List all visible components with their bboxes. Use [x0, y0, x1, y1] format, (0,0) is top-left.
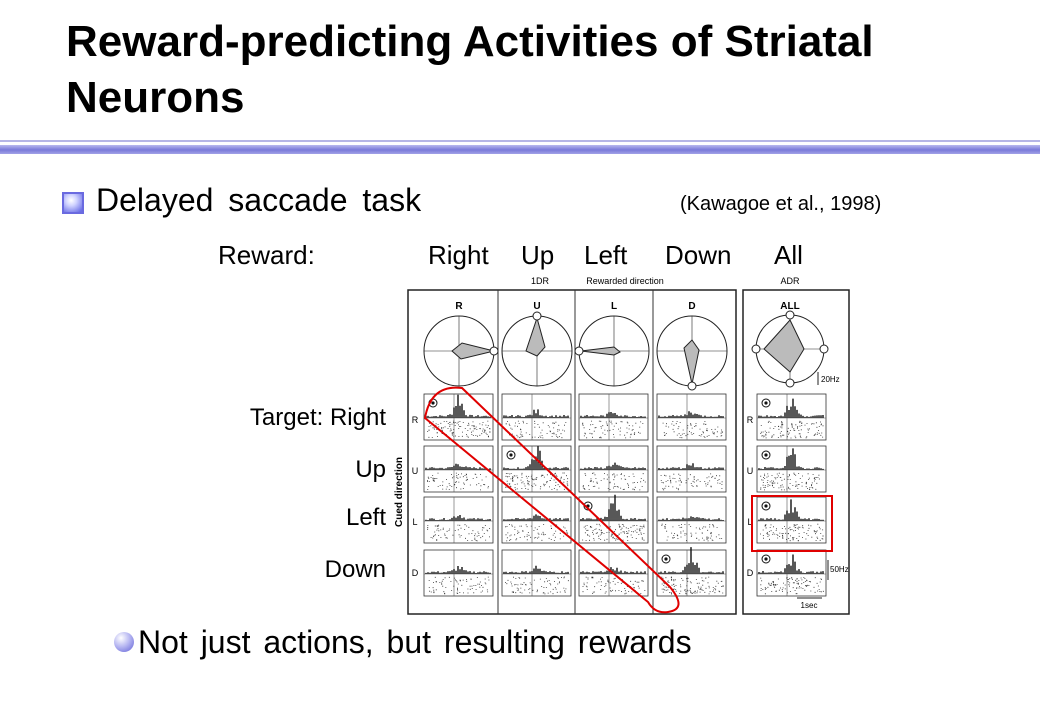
fig-label-1dr: 1DR	[531, 276, 550, 286]
target-down: Down	[324, 556, 386, 583]
histogram-cell	[656, 393, 727, 441]
all-reward-left-highlight	[751, 495, 833, 552]
histogram-cell	[501, 445, 572, 493]
histogram-cell	[656, 445, 727, 493]
fig-label-rewarded: Rewarded direction	[586, 276, 664, 286]
histogram-cell	[501, 393, 572, 441]
polar-label: R	[455, 301, 463, 312]
axis-label-cued-direction: Cued direction	[394, 457, 405, 527]
target-marker-icon	[574, 346, 584, 356]
polar-label: D	[688, 301, 695, 312]
histogram-cell	[423, 496, 494, 544]
hist-scale-label: 50Hz	[830, 565, 849, 574]
panel-1dr-frame	[407, 289, 737, 615]
histogram-cell	[578, 494, 649, 544]
row-letter: R	[412, 415, 419, 425]
histogram-grid	[423, 393, 827, 597]
fig-label-adr: ADR	[780, 276, 800, 286]
target-marker-icon	[785, 378, 795, 388]
cue-marker-dot	[764, 557, 768, 561]
divider-thin-line	[0, 140, 1040, 142]
row-letter: L	[412, 517, 417, 527]
polar-label: ALL	[780, 301, 799, 312]
histogram-cell	[656, 496, 727, 544]
time-scale-bar: 1sec	[797, 597, 822, 610]
target-right: Right	[329, 404, 386, 431]
polar-plot-l: L	[574, 301, 650, 387]
polar-plot-d: D	[656, 301, 728, 391]
row-letter: U	[747, 466, 754, 476]
title-divider	[0, 140, 1040, 156]
histogram-cell	[578, 445, 649, 493]
row-letter: R	[747, 415, 754, 425]
bullet-text: Delayed saccade task	[96, 182, 422, 218]
slide-title: Reward-predicting Activities of Striatal…	[66, 17, 874, 122]
reward-all: All	[774, 240, 803, 270]
target-left: Left	[345, 504, 386, 531]
histogram-cell	[501, 549, 572, 597]
histogram-cell	[756, 549, 827, 597]
histogram-cell	[756, 445, 827, 493]
histogram-cell	[656, 547, 727, 597]
histogram-cell	[756, 393, 827, 441]
reward-right: Right	[428, 240, 489, 270]
row-letter: D	[747, 568, 754, 578]
polar-scale-bar: 20Hz	[817, 372, 840, 385]
row-letter: D	[412, 568, 419, 578]
histogram-cell	[423, 549, 494, 597]
target-marker-icon	[751, 344, 761, 354]
cue-marker-dot	[764, 504, 768, 508]
row-letter: L	[747, 517, 752, 527]
histogram-cell	[756, 496, 827, 544]
reward-down: Down	[665, 240, 732, 270]
target-marker-icon	[819, 344, 829, 354]
diagonal-highlight-outline	[423, 386, 680, 614]
target-marker-icon	[687, 381, 697, 391]
cue-marker-dot	[764, 453, 768, 457]
cue-marker-dot	[431, 401, 435, 405]
target-marker-icon	[532, 311, 542, 321]
target-label: Target:	[249, 404, 324, 431]
polar-plot-all: ALL	[751, 301, 829, 388]
polar-scale-label: 20Hz	[821, 375, 840, 384]
cue-marker-dot	[664, 557, 668, 561]
sub-bullet-text: Not just actions, but resulting rewards	[138, 624, 692, 660]
square-bullet-icon	[62, 192, 84, 214]
reward-up: Up	[521, 240, 555, 270]
histogram-cell	[423, 445, 494, 493]
target-up: Up	[355, 456, 386, 483]
target-marker-icon	[489, 346, 499, 356]
citation: (Kawagoe et al., 1998)	[680, 193, 882, 215]
target-row-right: Target: Right	[136, 404, 386, 432]
histogram-cell	[501, 496, 572, 544]
divider-thick-bar	[0, 145, 1040, 154]
row-letter: U	[412, 466, 419, 476]
polar-label: U	[533, 301, 540, 312]
time-scale-label: 1sec	[801, 601, 818, 610]
cue-marker-dot	[764, 401, 768, 405]
polar-plot-u: U	[501, 301, 573, 387]
hist-scale-bar: 50Hz	[827, 560, 849, 580]
histogram-cell	[578, 393, 649, 441]
reward-label: Reward:	[218, 240, 315, 270]
panel-adr-frame	[742, 289, 850, 615]
polar-label: L	[611, 301, 617, 312]
target-marker-icon	[785, 310, 795, 320]
reward-left: Left	[584, 240, 628, 270]
polar-plot-r: R	[423, 301, 499, 387]
histogram-cell	[423, 393, 494, 441]
cue-marker-dot	[509, 453, 513, 457]
round-bullet-icon	[114, 632, 134, 652]
